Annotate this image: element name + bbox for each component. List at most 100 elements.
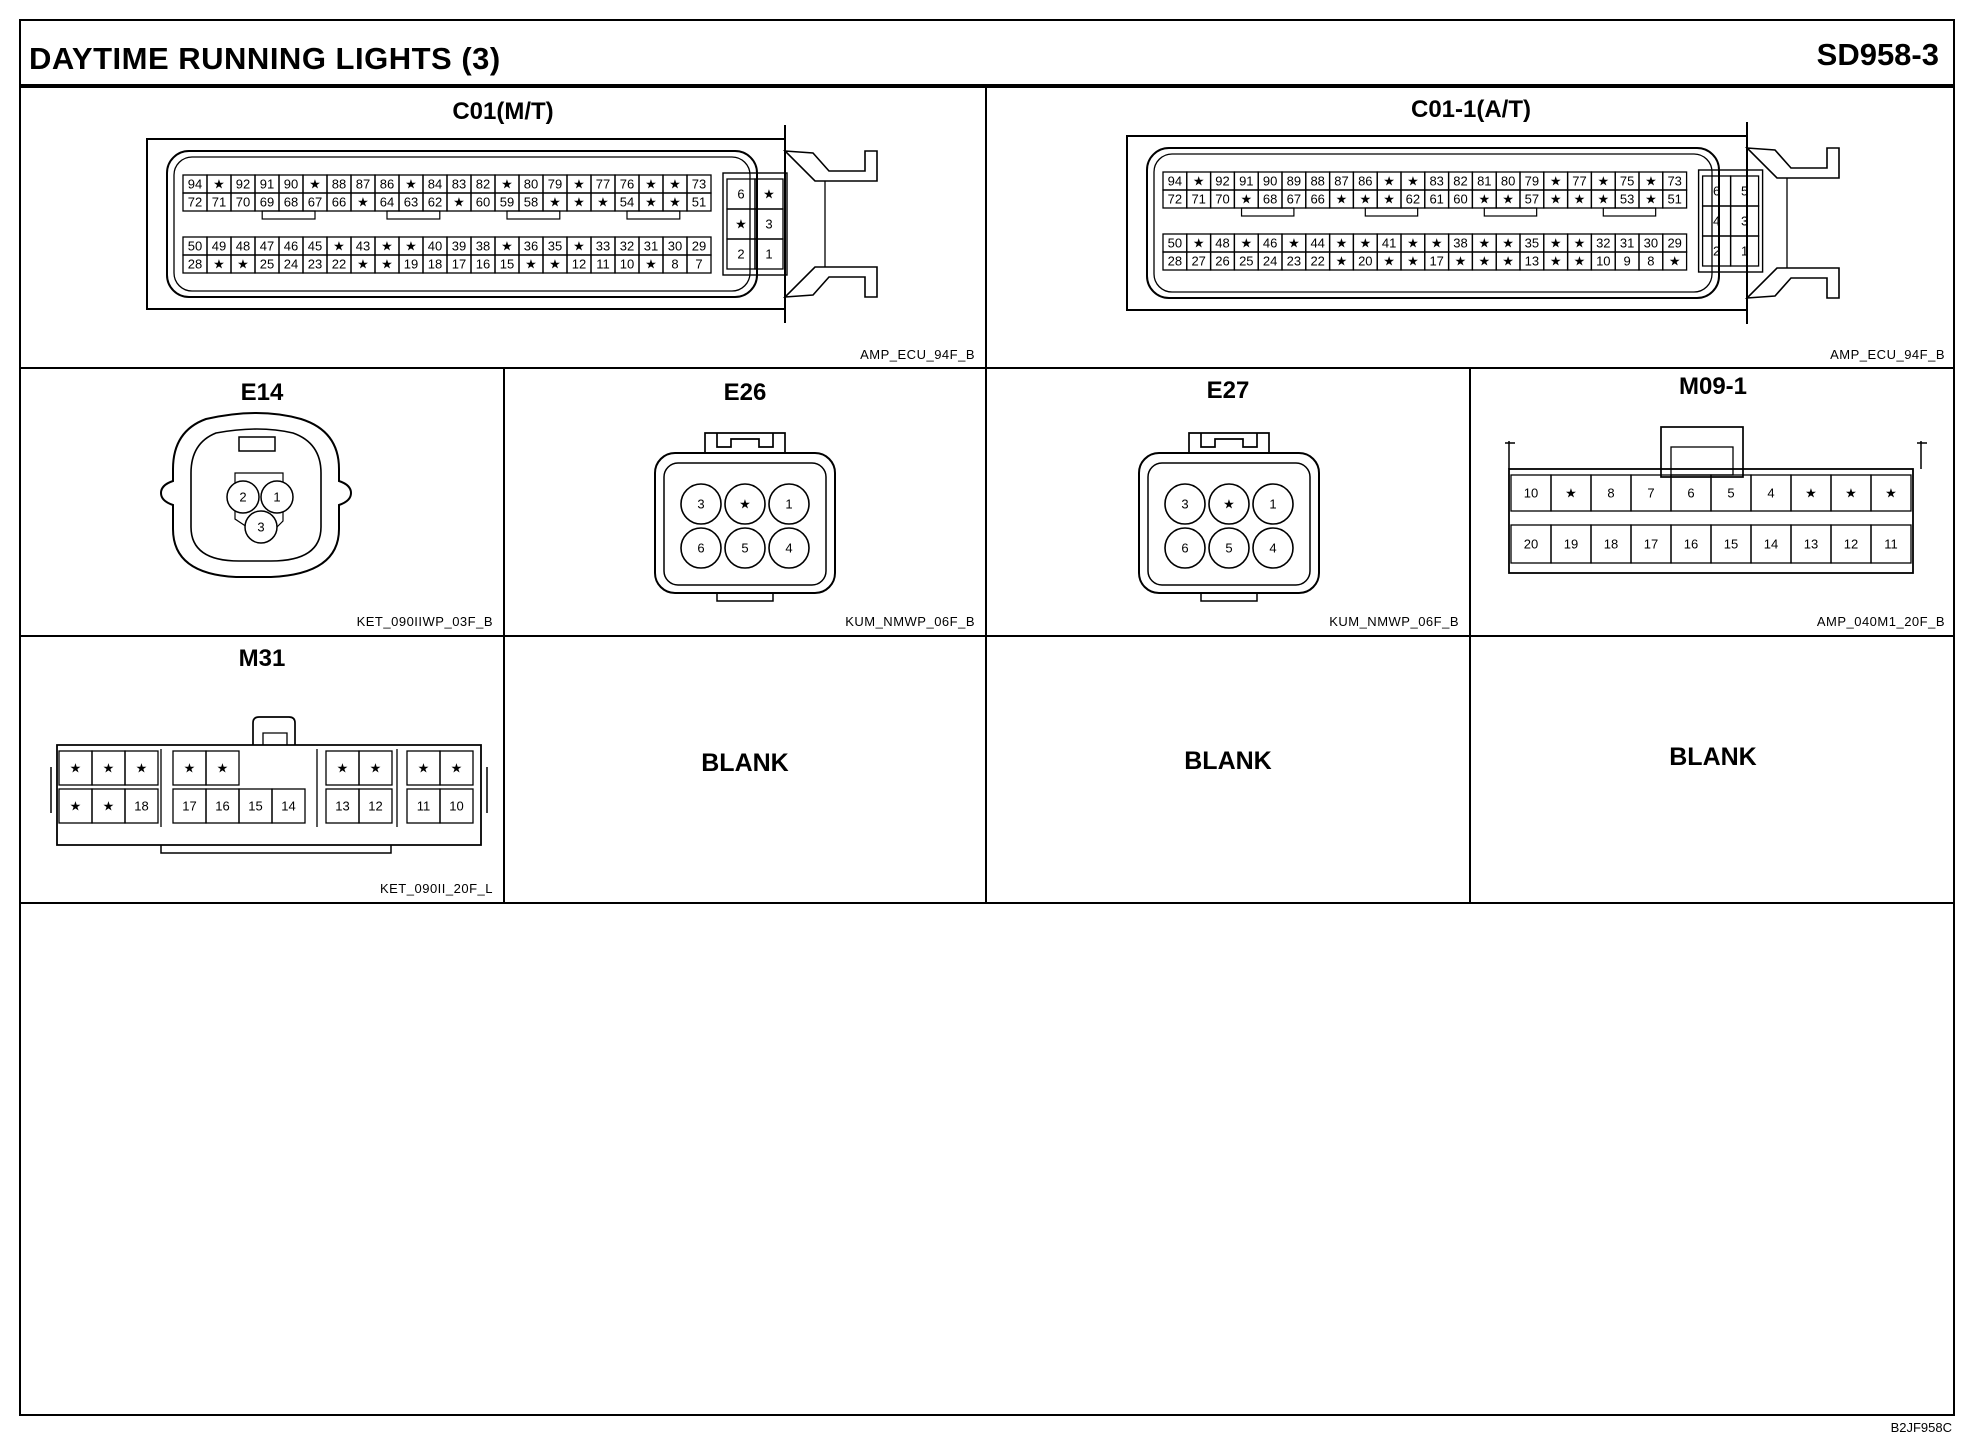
pin-label: ★	[1407, 254, 1419, 269]
pin-label: 35	[548, 239, 562, 254]
connector-housing	[159, 412, 353, 578]
pin-circle	[1252, 483, 1294, 525]
pin-label: 72	[1168, 192, 1182, 207]
connector-e14-title: E14	[240, 379, 284, 406]
pin-label: 15	[500, 257, 514, 272]
pin-label: ★	[549, 195, 561, 210]
pin-label: 18	[428, 257, 442, 272]
pin-label: 26	[1215, 254, 1229, 269]
pin-label: 73	[692, 177, 706, 192]
pin-circle	[724, 483, 766, 525]
pin-label: ★	[1336, 236, 1348, 251]
pin-label: ★	[1597, 174, 1609, 189]
connector-shell-inner	[173, 156, 751, 292]
pin-cell	[754, 238, 784, 270]
pin-label: ★	[1240, 236, 1252, 251]
pin-label: 61	[1429, 192, 1443, 207]
pin-label: ★	[217, 761, 229, 776]
pin-label: 8	[1647, 254, 1654, 269]
pin-label: 3	[1181, 497, 1188, 512]
key	[1200, 593, 1258, 602]
pin-label: 54	[620, 195, 634, 210]
pin-label: 38	[1453, 236, 1467, 251]
pin-label: ★	[645, 177, 657, 192]
pin-circle	[1164, 483, 1206, 525]
pin-cell	[205, 750, 240, 786]
pin-label: 2	[737, 247, 744, 262]
pin-label: ★	[1359, 192, 1371, 207]
divider	[21, 367, 1953, 369]
pin-label: ★	[1550, 236, 1562, 251]
connector-e14-code: KET_090IIWP_03F_B	[356, 614, 493, 629]
connector-e26-code: KUM_NMWP_06F_B	[845, 614, 975, 629]
pin-label: ★	[1574, 254, 1586, 269]
pin-label: 33	[596, 239, 610, 254]
pin-label: 66	[332, 195, 346, 210]
pin-label: 51	[692, 195, 706, 210]
connector-housing	[1508, 468, 1914, 574]
header-rule	[21, 84, 1953, 88]
pin-label: 49	[212, 239, 226, 254]
pin-label: ★	[1550, 254, 1562, 269]
pin-label: ★	[418, 761, 430, 776]
pin-label: ★	[1223, 497, 1235, 512]
pin-label: ★	[1478, 192, 1490, 207]
pin-label: ★	[501, 177, 513, 192]
pin-label: 6	[697, 541, 704, 556]
pin-label: 8	[671, 257, 678, 272]
pin-label: 79	[1525, 174, 1539, 189]
pin-label: ★	[405, 239, 417, 254]
pin-label: ★	[213, 257, 225, 272]
pin-label: 13	[1525, 254, 1539, 269]
pin-label: 87	[356, 177, 370, 192]
pin-label: 35	[1525, 236, 1539, 251]
pin-label: 80	[524, 177, 538, 192]
pin-label: 25	[1239, 254, 1253, 269]
pin-label: 14	[1764, 537, 1778, 552]
pin-label: 8	[1607, 486, 1614, 501]
pin-circle	[1252, 527, 1294, 569]
figure-code: B2JF958C	[1890, 1420, 1952, 1435]
pin-label: ★	[1193, 236, 1205, 251]
pin-label: 31	[644, 239, 658, 254]
pin-label: 30	[668, 239, 682, 254]
pin-label: 69	[260, 195, 274, 210]
connector-e27-code: KUM_NMWP_06F_B	[1329, 614, 1459, 629]
latch-inner	[262, 732, 288, 745]
pin-cell	[686, 192, 712, 212]
blank-cell: BLANK	[505, 637, 985, 902]
pin-label: 36	[524, 239, 538, 254]
pin-label: ★	[381, 257, 393, 272]
pin-label: ★	[309, 177, 321, 192]
pin-label: ★	[763, 187, 775, 202]
divider	[985, 367, 987, 902]
pin-cell	[1662, 189, 1688, 209]
pin-label: ★	[184, 761, 196, 776]
pin-label: 14	[281, 799, 295, 814]
page-code: SD958-3	[1816, 37, 1939, 72]
pin-cell	[1662, 251, 1688, 271]
pin-label: ★	[1455, 254, 1467, 269]
connector-housing	[56, 744, 482, 846]
pin-label: 3	[765, 217, 772, 232]
pin-circle	[226, 480, 260, 514]
pin-cell	[124, 750, 159, 786]
pin-label: 82	[1453, 174, 1467, 189]
pin-label: ★	[1574, 236, 1586, 251]
pin-label: 7	[695, 257, 702, 272]
connector-e26-title: E26	[723, 379, 767, 406]
pin-label: 20	[1524, 537, 1538, 552]
pin-label: ★	[1550, 174, 1562, 189]
connector-inner	[190, 428, 322, 562]
pin-label: 79	[548, 177, 562, 192]
pin-label: ★	[645, 195, 657, 210]
pin-label: 30	[1644, 236, 1658, 251]
pin-label: 15	[248, 799, 262, 814]
pin-label: ★	[405, 177, 417, 192]
